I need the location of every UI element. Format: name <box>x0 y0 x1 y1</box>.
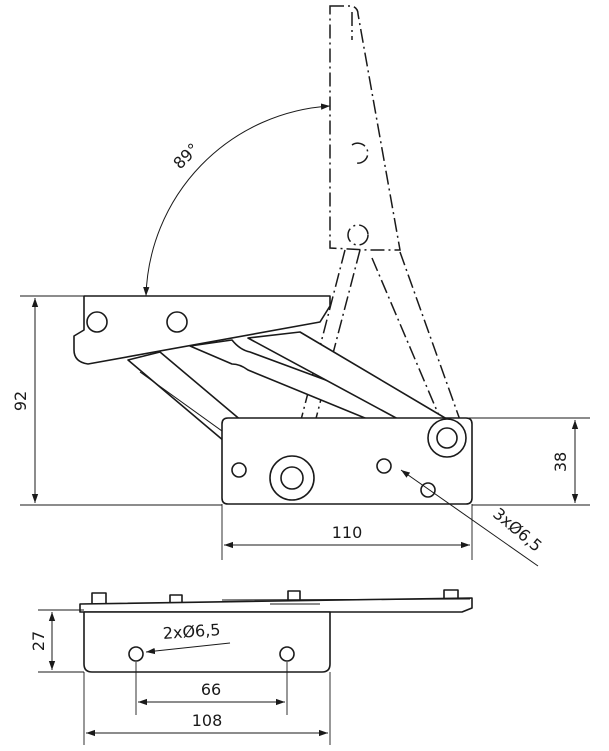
angle-dimension: 89° <box>143 103 331 297</box>
base-holes-callout-label: 3xØ6,5 <box>489 504 545 556</box>
plate-length-dimension: 108 <box>83 672 331 745</box>
base-length-dimension: 110 <box>221 504 473 560</box>
side-view: 89° 92 38 110 3xØ6,5 <box>11 5 590 567</box>
base-height-label: 38 <box>551 452 570 472</box>
top-view-holes-callout: 2xØ6,5 <box>145 620 231 655</box>
base-height-dimension: 38 <box>466 417 590 506</box>
top-view-height-label: 27 <box>29 631 48 651</box>
pivot-inner <box>436 427 458 449</box>
base-plate-hole <box>376 458 392 474</box>
plate-length-label: 108 <box>192 711 223 730</box>
base-plate-hole <box>231 462 247 478</box>
total-height-label: 92 <box>11 391 30 411</box>
top-view-hole <box>128 646 144 662</box>
top-view: 27 2xØ6,5 66 108 <box>29 589 473 745</box>
pivot-pins <box>269 418 467 501</box>
top-view-hole <box>279 646 295 662</box>
top-plate-hole <box>166 311 188 333</box>
top-plate-hole <box>86 311 108 333</box>
total-height-dimension: 92 <box>11 295 222 506</box>
top-view-hinge <box>79 589 473 673</box>
hole-spacing-label: 66 <box>201 680 221 699</box>
hole-spacing-dimension: 66 <box>135 662 288 715</box>
pivot-inner <box>280 466 304 490</box>
angle-label: 89° <box>169 139 202 172</box>
top-mounting-plate <box>73 295 331 365</box>
base-length-label: 110 <box>332 523 363 542</box>
top-view-holes-callout-label: 2xØ6,5 <box>162 620 221 643</box>
top-view-height-dimension: 27 <box>29 609 84 673</box>
